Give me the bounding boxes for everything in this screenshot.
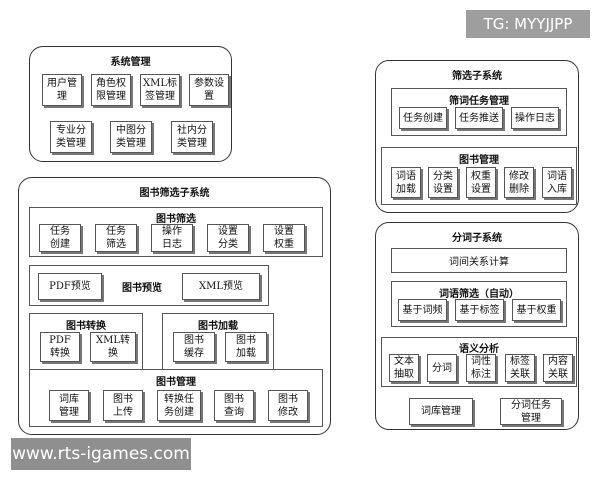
word-book-management-group: 图书管理 词语 加载 分类 设置 权重 设置 修改 删除 词语 入库 — [381, 147, 577, 205]
pos-tagging-node: 词性 标注 — [466, 354, 496, 382]
category-setting-node: 分类 设置 — [428, 167, 458, 198]
book-preview-title: 图书预览 — [122, 283, 162, 294]
parameter-setting-node: 参数设 置 — [189, 74, 229, 106]
content-association-node: 内容 关联 — [543, 354, 573, 382]
book-conversion-title: 图书转换 — [66, 321, 106, 332]
word-segmentation-node: 分词 — [427, 354, 457, 382]
book-loading-group: 图书加载 图书 缓存 图书 加载 — [162, 313, 274, 370]
book-filter-subsystem-panel: 图书筛选子系统 图书筛选 任务 创建 任务 筛选 操作 日志 设置 分类 设置 … — [18, 177, 331, 435]
word-storage-node: 词语 入库 — [542, 167, 572, 198]
user-management-node: 用户管 理 — [42, 74, 82, 106]
xml-conversion-node: XML转换 — [90, 332, 136, 362]
internal-category-node: 社内分 类管理 — [171, 121, 213, 153]
pdf-preview-node: PDF预览 — [38, 273, 102, 300]
xml-preview-node: XML预览 — [182, 273, 260, 300]
lexicon-management-node: 词库 管理 — [49, 390, 89, 421]
system-management-title: 系统管理 — [110, 57, 151, 68]
weight-setting-node: 权重 设置 — [466, 167, 496, 198]
auto-word-filter-group: 词语筛选（自动） 基于词频 基于标签 基于权重 — [391, 281, 567, 327]
auto-word-filter-title: 词语筛选（自动） — [439, 289, 519, 300]
bottom-watermark-overlay: www.rts-igames.com — [11, 438, 191, 470]
word-relation-calc-node: 词间关系计算 — [391, 248, 567, 273]
word-task-management-group: 筛词任务管理 任务创建 任务推送 操作日志 — [391, 88, 567, 136]
book-load-node: 图书 加载 — [225, 332, 267, 362]
book-screening-group: 图书筛选 任务 创建 任务 筛选 操作 日志 设置 分类 设置 权重 — [29, 207, 323, 257]
book-screening-title: 图书筛选 — [156, 214, 196, 225]
book-upload-node: 图书 上传 — [103, 390, 143, 421]
book-modify-node: 图书 修改 — [268, 390, 308, 421]
book-management-group: 图书管理 词库 管理 图书 上传 转换任 务创建 图书 查询 图书 修改 — [29, 369, 323, 427]
segmentation-subsystem-panel: 分词子系统 词间关系计算 词语筛选（自动） 基于词频 基于标签 基于权重 语义分… — [375, 222, 579, 430]
pdf-conversion-node: PDF 转换 — [40, 332, 80, 362]
text-extraction-node: 文本 抽取 — [389, 354, 419, 382]
set-category-node: 设置 分类 — [207, 224, 249, 252]
conversion-task-create-node: 转换任 务创建 — [157, 390, 201, 421]
word-task-create-node: 任务创建 — [399, 107, 447, 129]
role-permission-node: 角色权 限管理 — [91, 74, 131, 106]
book-preview-group: PDF预览 图书预览 XML预览 — [29, 265, 269, 306]
task-filter-node: 任务 筛选 — [95, 224, 137, 252]
book-cache-node: 图书 缓存 — [173, 332, 215, 362]
professional-category-node: 专业分 类管理 — [50, 121, 92, 153]
word-task-push-node: 任务推送 — [455, 107, 503, 129]
task-create-node: 任务 创建 — [39, 224, 81, 252]
by-weight-node: 基于权重 — [512, 299, 561, 321]
word-task-management-title: 筛词任务管理 — [449, 96, 509, 107]
tag-association-node: 标签 关联 — [505, 354, 535, 382]
top-tag-overlay: TG: MYYJJPP — [466, 10, 590, 38]
book-conversion-group: 图书转换 PDF 转换 XML转换 — [29, 313, 143, 370]
system-management-panel: 系统管理 用户管 理 角色权 限管理 XML标 签管理 参数设 置 专业分 类管… — [29, 46, 232, 162]
book-filter-subsystem-title: 图书筛选子系统 — [139, 188, 210, 199]
word-load-node: 词语 加载 — [391, 167, 421, 198]
word-book-management-title: 图书管理 — [459, 155, 499, 166]
set-weight-node: 设置 权重 — [263, 224, 305, 252]
book-management-title: 图书管理 — [156, 377, 196, 388]
word-filter-subsystem-title: 筛选子系统 — [452, 71, 502, 82]
segmentation-task-management-node: 分词任务 管理 — [500, 398, 562, 425]
segmentation-subsystem-title: 分词子系统 — [452, 233, 502, 244]
semantic-analysis-group: 语义分析 文本 抽取 分词 词性 标注 标签 关联 内容 关联 — [381, 337, 577, 387]
by-frequency-node: 基于词频 — [398, 299, 447, 321]
by-tag-node: 基于标签 — [455, 299, 504, 321]
word-filter-subsystem-panel: 筛选子系统 筛词任务管理 任务创建 任务推送 操作日志 图书管理 词语 加载 分… — [375, 60, 579, 213]
operation-log-node: 操作 日志 — [151, 224, 193, 252]
seg-lexicon-management-node: 词库管理 — [409, 398, 473, 425]
xml-tag-management-node: XML标 签管理 — [140, 74, 180, 106]
modify-delete-node: 修改 删除 — [504, 167, 534, 198]
book-query-node: 图书 查询 — [214, 390, 254, 421]
semantic-analysis-title: 语义分析 — [459, 344, 499, 355]
word-operation-log-node: 操作日志 — [511, 107, 559, 129]
clc-category-node: 中图分 类管理 — [110, 121, 152, 153]
book-loading-title: 图书加载 — [198, 321, 238, 332]
